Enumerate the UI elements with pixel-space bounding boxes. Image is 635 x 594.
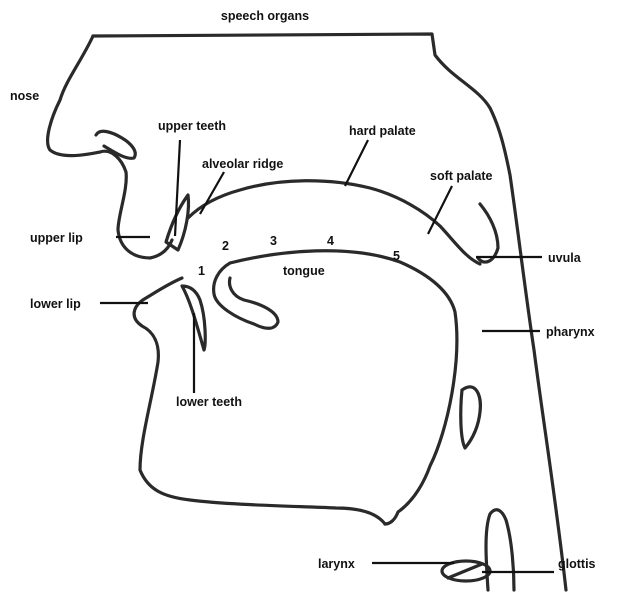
lower-lip-chin — [134, 278, 385, 524]
tongue-tip — [214, 263, 278, 328]
nostril — [96, 131, 135, 158]
label-pharynx: pharynx — [546, 325, 595, 339]
label-lower-lip: lower lip — [30, 297, 81, 311]
hard-palate-leader — [345, 140, 368, 186]
label-upper-teeth: upper teeth — [158, 119, 226, 133]
label-upper-lip: upper lip — [30, 231, 83, 245]
upper-teeth-leader — [175, 140, 180, 236]
label-soft-palate: soft palate — [430, 169, 493, 183]
label-nose: nose — [10, 89, 39, 103]
epiglottis — [461, 387, 481, 448]
label-hard-palate: hard palate — [349, 124, 416, 138]
vocal-fold — [448, 564, 482, 578]
face-profile — [48, 36, 172, 258]
label-glottis: glottis — [558, 557, 596, 571]
tongue-position-4: 4 — [327, 234, 334, 248]
tongue-shape — [230, 251, 457, 524]
label-tongue: tongue — [283, 264, 325, 278]
label-larynx: larynx — [318, 557, 355, 571]
label-uvula: uvula — [548, 251, 582, 265]
uvula-shape — [478, 204, 498, 262]
tongue-position-1: 1 — [198, 264, 205, 278]
label-lower-teeth: lower teeth — [176, 395, 242, 409]
trachea-outline — [486, 510, 514, 590]
tongue-position-2: 2 — [222, 239, 229, 253]
label-alveolar-ridge: alveolar ridge — [202, 157, 283, 171]
tongue-position-3: 3 — [270, 234, 277, 248]
alveolar-ridge-leader — [200, 172, 224, 214]
tongue-position-5: 5 — [393, 249, 400, 263]
diagram-title: speech organs — [221, 9, 309, 23]
